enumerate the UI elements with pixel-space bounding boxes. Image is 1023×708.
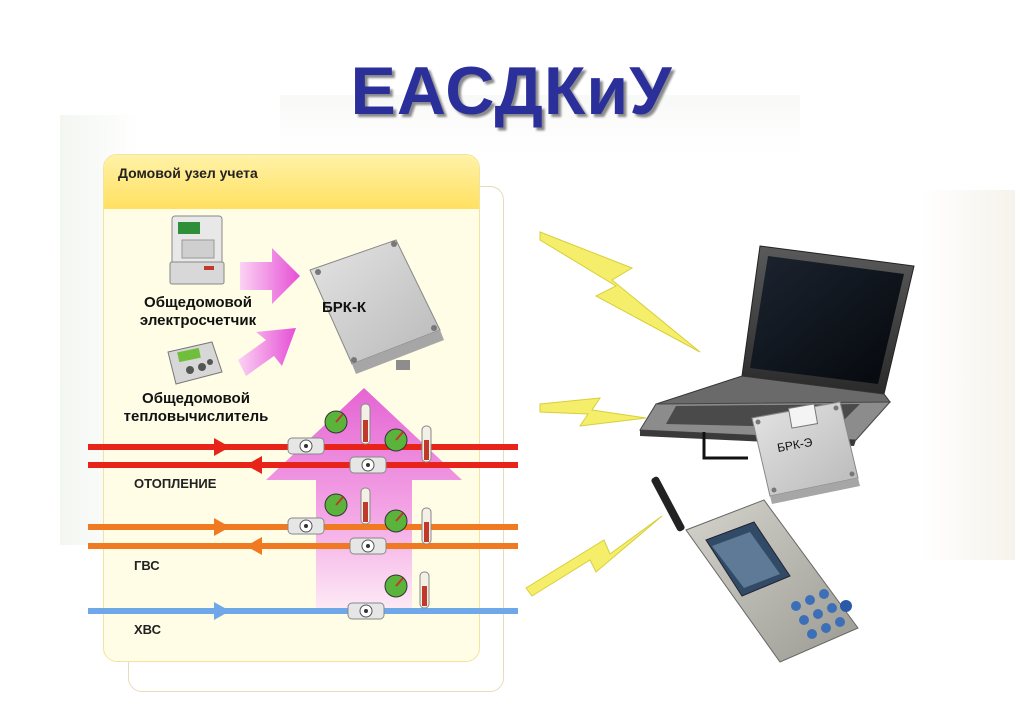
- heating-label: ОТОПЛЕНИЕ: [134, 476, 217, 491]
- heat-calculator-label: Общедомовой тепловычислитель: [123, 390, 269, 425]
- hot-water-pipe-return: [88, 537, 518, 555]
- heating-pipe-return: [88, 456, 518, 474]
- hot-water-label: ГВС: [134, 558, 160, 573]
- panel-header: Домовой узел учета: [104, 155, 479, 209]
- thermometer-icon: [360, 403, 371, 445]
- flow-meter-icon: [349, 537, 387, 555]
- brk-e-label: БРК-Э: [776, 435, 814, 455]
- cable: [702, 432, 748, 460]
- heat-calculator-icon: [167, 341, 223, 385]
- thermometer-icon: [421, 425, 432, 463]
- pressure-gauge-icon: [384, 509, 408, 533]
- background-image-right: [920, 190, 1015, 560]
- pressure-gauge-icon: [324, 410, 348, 434]
- electric-meter-label: Общедомовой электросчетчик: [139, 294, 257, 329]
- wireless-link-icon: [539, 231, 701, 353]
- heat-calculator-arrow: [238, 328, 296, 376]
- brk-e-device: [751, 401, 860, 504]
- thermometer-icon: [421, 507, 432, 545]
- wireless-link-icon: [539, 397, 647, 427]
- panel-title: Домовой узел учета: [118, 165, 258, 181]
- flow-meter-icon: [347, 602, 385, 620]
- brk-k-label: БРК-К: [322, 299, 367, 316]
- flow-meter-icon: [349, 456, 387, 474]
- background-image-top: [280, 95, 800, 155]
- brk-k-device: [309, 239, 444, 374]
- flow-meter-icon: [287, 437, 325, 455]
- pressure-gauge-icon: [324, 493, 348, 517]
- electric-meter-arrow: [240, 248, 300, 304]
- cold-water-label: ХВС: [134, 622, 161, 637]
- pressure-gauge-icon: [384, 574, 408, 598]
- thermometer-icon: [419, 571, 430, 609]
- thermometer-icon: [360, 487, 371, 525]
- flow-meter-icon: [287, 517, 325, 535]
- handheld-terminal-icon: [651, 476, 859, 663]
- page-title: ЕАСДКиУ: [350, 53, 673, 129]
- wireless-link-icon: [525, 515, 663, 597]
- metering-unit-panel: Домовой узел учета: [103, 154, 480, 662]
- electric-meter-icon: [169, 215, 225, 285]
- pressure-gauge-icon: [384, 428, 408, 452]
- cold-water-pipe: [88, 602, 518, 620]
